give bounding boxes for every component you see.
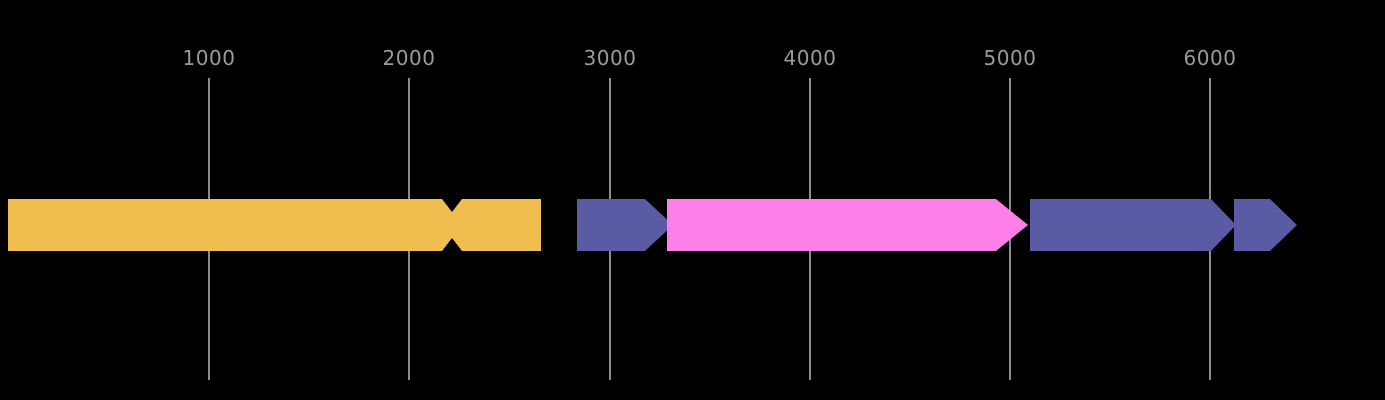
feature-pink-1[interactable] (667, 199, 1028, 251)
feature-blue-2-polygon (1030, 199, 1236, 251)
feature-blue-2-shape (1030, 199, 1236, 251)
tick-label-1000: 1000 (182, 46, 236, 70)
feature-blue-1-shape (577, 199, 673, 251)
tick-label-3000: 3000 (583, 46, 637, 70)
feature-yellow-1-polygon (8, 199, 462, 251)
feature-blue-2[interactable] (1030, 199, 1236, 251)
feature-blue-1-polygon (577, 199, 673, 251)
feature-yellow-2[interactable] (442, 199, 541, 251)
feature-yellow-2-shape (442, 199, 541, 251)
feature-blue-3-shape (1234, 199, 1297, 251)
feature-yellow-1[interactable] (8, 199, 462, 251)
tick-label-4000: 4000 (783, 46, 837, 70)
feature-blue-3[interactable] (1234, 199, 1297, 251)
feature-yellow-1-shape (8, 199, 462, 251)
feature-blue-3-polygon (1234, 199, 1297, 251)
tick-label-5000: 5000 (983, 46, 1037, 70)
feature-pink-1-polygon (667, 199, 1028, 251)
feature-yellow-2-polygon (442, 199, 541, 251)
feature-pink-1-shape (667, 199, 1028, 251)
tick-label-6000: 6000 (1183, 46, 1237, 70)
tick-label-2000: 2000 (382, 46, 436, 70)
feature-blue-1[interactable] (577, 199, 673, 251)
